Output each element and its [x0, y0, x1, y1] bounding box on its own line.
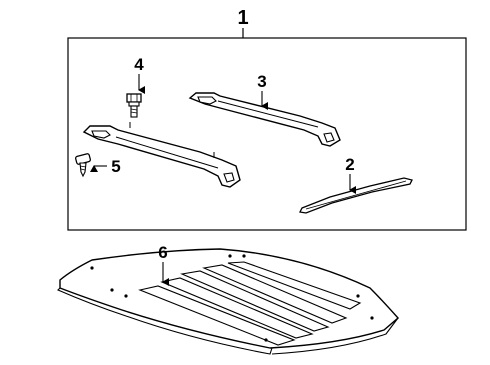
callout-4-label: 4: [134, 55, 144, 74]
callout-5-label: 5: [111, 157, 120, 176]
roof-panel: [57, 248, 399, 355]
bolt-part: [126, 93, 142, 118]
side-rail-strip: [299, 177, 413, 214]
roof-rail-upper: [188, 92, 341, 147]
assembly-box: [67, 37, 467, 231]
callout-3-label: 3: [257, 72, 266, 91]
roof-rail-lower: [82, 122, 241, 188]
screw-part: [75, 153, 91, 178]
callout-6-label: 6: [158, 243, 167, 262]
callout-1-label: 1: [237, 7, 248, 29]
callout-2-label: 2: [345, 155, 354, 174]
